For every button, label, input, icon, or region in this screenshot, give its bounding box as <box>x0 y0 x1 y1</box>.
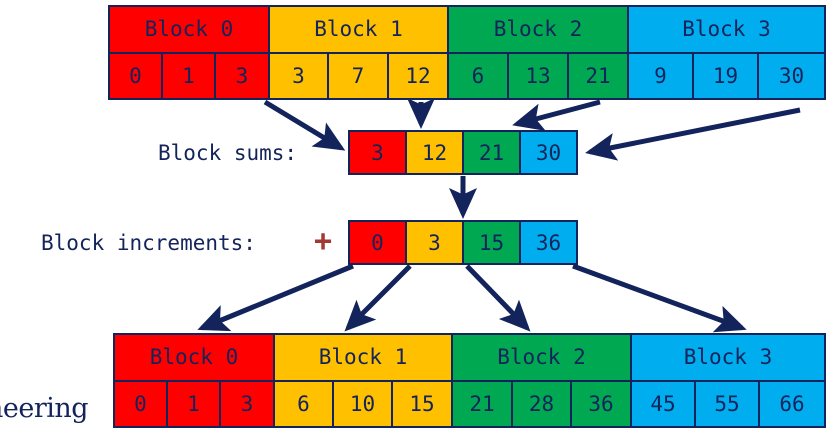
block-sums-cell-2: 21 <box>464 132 521 173</box>
output-value-row: 0 1 3 6 10 15 21 28 36 45 55 66 <box>115 379 824 426</box>
output-header-row: Block 0 Block 1 Block 2 Block 3 <box>115 335 824 380</box>
output-cell-b2-1: 28 <box>513 381 572 426</box>
input-cell-b3-0: 9 <box>629 53 694 98</box>
input-header-block-1: Block 1 <box>270 7 449 52</box>
input-header-block-2: Block 2 <box>449 7 629 52</box>
output-cell-b2-0: 21 <box>453 381 513 426</box>
input-prefix-table: Block 0 Block 1 Block 2 Block 3 0 1 3 3 … <box>108 5 826 100</box>
block-increments-cell-0: 0 <box>350 222 407 263</box>
output-cell-b2-2: 36 <box>572 381 632 426</box>
input-header-block-0: Block 0 <box>110 7 270 52</box>
block-sums-strip: 3 12 21 30 <box>348 130 578 175</box>
output-header-block-0: Block 0 <box>115 335 275 380</box>
output-cell-b1-0: 6 <box>275 381 334 426</box>
output-header-block-3: Block 3 <box>632 335 824 380</box>
block-sums-label: Block sums: <box>158 141 298 165</box>
footer-logo-text: neering <box>0 393 89 424</box>
output-cell-b1-1: 10 <box>334 381 393 426</box>
input-cell-b3-2: 30 <box>759 53 824 98</box>
output-cell-b3-2: 66 <box>760 381 824 426</box>
output-cell-b3-0: 45 <box>632 381 696 426</box>
input-cell-b0-2: 3 <box>216 53 270 98</box>
output-cell-b0-2: 3 <box>221 381 275 426</box>
output-cell-b3-1: 55 <box>696 381 760 426</box>
input-cell-b2-2: 21 <box>569 53 629 98</box>
block-increments-cell-1: 3 <box>407 222 464 263</box>
block-increments-cell-3: 36 <box>521 222 576 263</box>
output-cell-b0-1: 1 <box>168 381 221 426</box>
block-sums-cell-3: 30 <box>521 132 576 173</box>
block-sums-cell-0: 3 <box>350 132 407 173</box>
input-header-row: Block 0 Block 1 Block 2 Block 3 <box>110 7 824 52</box>
output-cell-b0-0: 0 <box>115 381 168 426</box>
input-cell-b1-1: 7 <box>329 53 389 98</box>
input-cell-b2-1: 13 <box>509 53 569 98</box>
output-header-block-2: Block 2 <box>453 335 632 380</box>
input-value-row: 0 1 3 3 7 12 6 13 21 9 19 30 <box>110 51 824 98</box>
output-header-block-1: Block 1 <box>275 335 453 380</box>
block-increments-label: Block increments: <box>41 231 256 255</box>
output-prefix-table: Block 0 Block 1 Block 2 Block 3 0 1 3 6 … <box>113 333 826 428</box>
input-cell-b1-2: 12 <box>389 53 449 98</box>
block-increments-strip: 0 3 15 36 <box>348 220 578 265</box>
plus-sign-icon: + <box>314 224 333 259</box>
block-increments-cell-2: 15 <box>464 222 521 263</box>
input-header-block-3: Block 3 <box>629 7 824 52</box>
input-cell-b0-0: 0 <box>110 53 163 98</box>
input-cell-b2-0: 6 <box>449 53 509 98</box>
input-cell-b3-1: 19 <box>694 53 759 98</box>
input-cell-b1-0: 3 <box>270 53 329 98</box>
input-cell-b0-1: 1 <box>163 53 216 98</box>
output-cell-b1-2: 15 <box>393 381 453 426</box>
block-sums-cell-1: 12 <box>407 132 464 173</box>
